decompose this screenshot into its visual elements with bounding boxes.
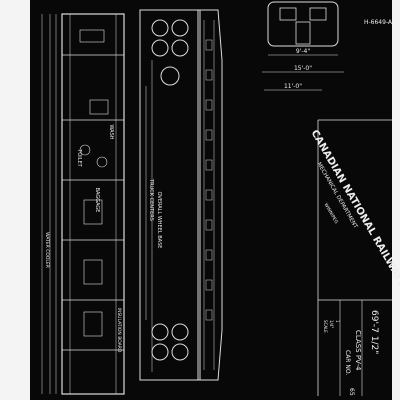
window: [205, 129, 213, 141]
fixture: [79, 144, 91, 156]
wheel: [171, 323, 189, 341]
label-overall-wheel-base: OVERALL WHEEL BASE: [156, 192, 162, 249]
window: [205, 99, 213, 111]
fixture: [96, 156, 108, 168]
label-truck-centers: TRUCK CENTERS: [148, 178, 154, 221]
elevation-outline: [139, 9, 201, 381]
wheel: [171, 343, 189, 361]
floor-label-toilet: TOILET: [76, 148, 82, 167]
end-view-outline: [267, 1, 339, 47]
dimension-15-0: 15'-0": [294, 65, 312, 72]
window: [205, 69, 213, 81]
revision-scale-value: 1/4": [329, 320, 334, 328]
floor-label-water-cooler: WATER COOLER: [44, 232, 50, 268]
window: [205, 309, 213, 321]
drawing-number: H-6649-A: [364, 19, 393, 26]
end-window: [279, 7, 297, 21]
car-body-top: [197, 9, 223, 381]
end-view: 9'-4" 15'-0" 11'-0" H-6649-A: [262, 1, 393, 91]
floor-label-baggage: BAGGAGE: [94, 188, 100, 213]
fixture: [83, 259, 103, 285]
revision-scale: SCALE: [323, 320, 328, 333]
fixture: [83, 311, 103, 337]
revision-number: 1: [335, 320, 340, 323]
car-body-outline: [197, 9, 223, 381]
window: [205, 279, 213, 291]
wheel: [160, 66, 180, 86]
car-class: CLASS PV-4: [354, 330, 362, 371]
floor-plan-outline: [61, 13, 125, 395]
window: [205, 249, 213, 261]
floor-plan: BAGGAGE TOILET WASH WATER COOLER INSULAT…: [41, 13, 125, 395]
fixture: [79, 29, 105, 43]
side-elevation: TRUCK CENTERS OVERALL WHEEL BASE: [139, 9, 201, 381]
wheel: [151, 39, 169, 57]
end-door: [295, 21, 311, 45]
car-number-label: CAR NO.: [344, 350, 351, 375]
window: [205, 159, 213, 171]
floor-label-insulation: INSULATION BOARD: [116, 308, 122, 353]
car-length: 69'-7 1/2": [369, 310, 379, 354]
window: [205, 39, 213, 51]
wheel: [171, 19, 189, 37]
floor-label-wash: WASH: [108, 124, 114, 139]
dimension-11-0: 11'-0": [284, 83, 302, 90]
dimension-9-4: 9'-4": [296, 48, 310, 55]
wheel: [171, 39, 189, 57]
car-number-value: 65: [348, 388, 355, 396]
fixture: [83, 199, 103, 225]
window: [205, 189, 213, 201]
wheel: [151, 19, 169, 37]
window: [205, 219, 213, 231]
fixture: [89, 99, 109, 115]
end-window: [309, 7, 327, 21]
